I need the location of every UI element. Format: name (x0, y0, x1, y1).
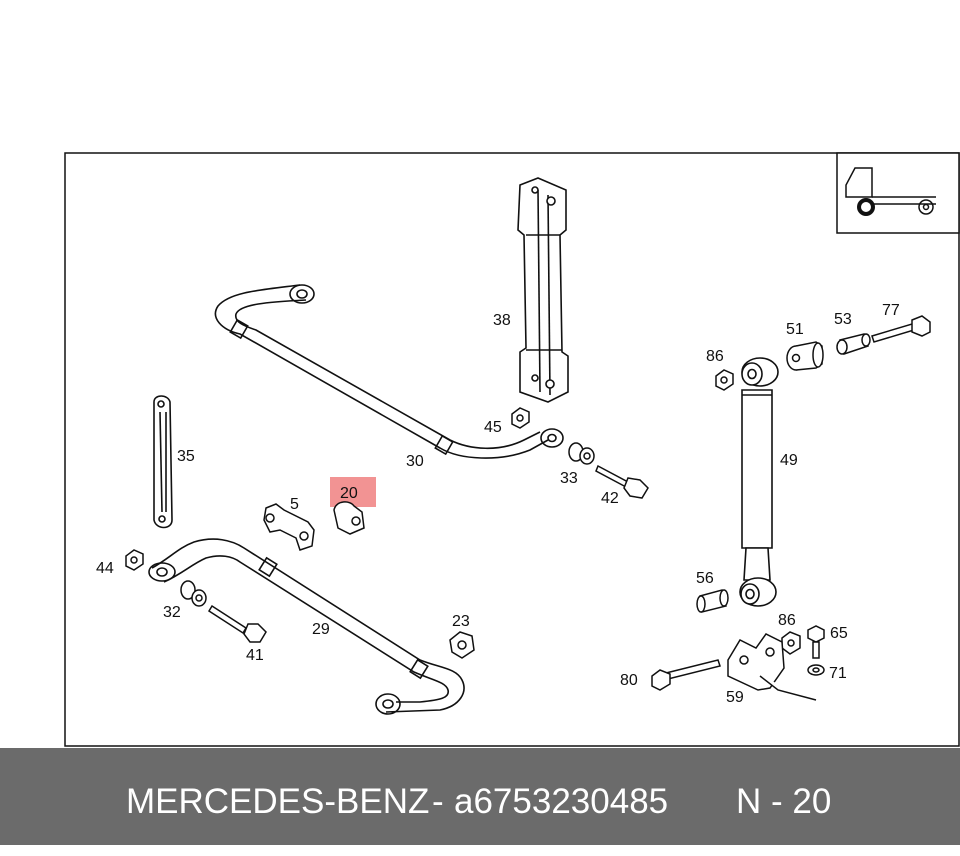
bushing-33-shape (568, 442, 595, 465)
callout-53: 53 (834, 311, 852, 328)
callout-38: 38 (493, 312, 511, 329)
strap-35-shape (153, 395, 173, 529)
bracket-5-shape (263, 503, 315, 551)
link-38-shape (517, 177, 569, 403)
callout-32: 32 (163, 604, 181, 621)
callout-29: 29 (312, 621, 330, 638)
bushing-32-shape (180, 580, 207, 607)
callout-44: 44 (96, 560, 114, 577)
washer-71-shape (807, 664, 825, 676)
highlight-20 (330, 477, 376, 507)
parts-diagram: 38 45 30 33 42 35 5 20 44 32 29 41 23 86… (64, 152, 960, 747)
callout-33: 33 (560, 470, 578, 487)
diagram-frame (64, 152, 960, 747)
bolt-41-shape (207, 604, 267, 643)
screw-65-shape (807, 625, 825, 659)
footer-bar: MERCEDES-BENZ - a6753230485 N - 20 (0, 748, 960, 845)
nut-86-lower-shape (781, 631, 801, 655)
callout-5: 5 (290, 496, 299, 513)
callout-35: 35 (177, 448, 195, 465)
clamp-20-shape (333, 501, 365, 535)
stabilizer-bar-30-shape (214, 284, 564, 459)
shock-absorber-49-shape (739, 357, 779, 607)
nut-86-upper-shape (715, 369, 734, 391)
brand-separator: - (432, 782, 444, 821)
nut-44-shape (125, 549, 144, 571)
callout-51: 51 (786, 321, 804, 338)
bolt-77-shape (871, 315, 931, 343)
bushing-51-shape (786, 341, 824, 371)
nut-45-shape (511, 407, 530, 429)
callout-20: 20 (340, 485, 358, 502)
callout-59: 59 (726, 689, 744, 706)
callout-86-upper: 86 (706, 348, 724, 365)
callout-71: 71 (829, 665, 847, 682)
position-label: N - 20 (736, 782, 832, 821)
brand-name: MERCEDES-BENZ (126, 782, 430, 821)
bracket-59-shape (727, 633, 817, 701)
callout-80: 80 (620, 672, 638, 689)
nut-23-shape (449, 631, 475, 659)
callout-45: 45 (484, 419, 502, 436)
callout-77: 77 (882, 302, 900, 319)
callout-65: 65 (830, 625, 848, 642)
callout-86-lower: 86 (778, 612, 796, 629)
callout-30: 30 (406, 453, 424, 470)
callout-41: 41 (246, 647, 264, 664)
part-number: a6753230485 (454, 782, 669, 821)
callout-42: 42 (601, 490, 619, 507)
sleeve-53-shape (836, 333, 871, 355)
bolt-42-shape (595, 464, 649, 499)
sleeve-56-shape (696, 589, 729, 613)
callout-23: 23 (452, 613, 470, 630)
stabilizer-bar-29-shape (148, 538, 465, 715)
bolt-80-shape (651, 659, 721, 691)
vehicle-locator-icon (836, 152, 960, 234)
callout-56: 56 (696, 570, 714, 587)
callout-49: 49 (780, 452, 798, 469)
